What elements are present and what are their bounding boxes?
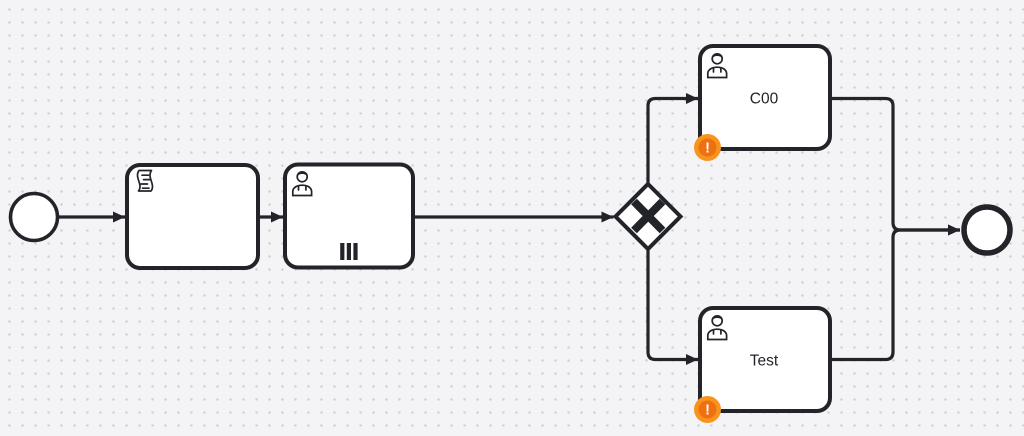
warning-badge[interactable]: ! xyxy=(694,134,721,161)
sequence-flow-gateway-to-test[interactable] xyxy=(646,248,698,365)
warning-badge[interactable]: ! xyxy=(694,396,721,423)
warning-exclamation-icon: ! xyxy=(705,141,710,157)
exclusive-gateway-x-icon xyxy=(631,198,666,234)
user-icon xyxy=(706,314,728,341)
user-task-test[interactable] xyxy=(698,306,832,413)
sequence-flow-test-to-end[interactable] xyxy=(830,224,960,362)
sequence-flow-c00-to-end[interactable] xyxy=(830,96,960,236)
user-icon xyxy=(291,170,313,197)
task-label: C00 xyxy=(750,91,779,108)
warning-badge-disc xyxy=(698,138,717,157)
task-label: Test xyxy=(750,353,779,370)
warning-exclamation-icon: ! xyxy=(705,403,710,419)
script-icon xyxy=(136,169,154,192)
user-icon xyxy=(706,52,728,79)
warning-badge-disc xyxy=(698,400,717,419)
end-event[interactable] xyxy=(961,204,1013,256)
parallel-multi-instance-icon xyxy=(340,243,358,260)
script-task[interactable] xyxy=(125,163,260,270)
sequence-flow-gateway-to-c00[interactable] xyxy=(646,93,698,185)
user-task-c00[interactable] xyxy=(698,44,832,151)
start-event[interactable] xyxy=(8,191,60,243)
user-task-multi-instance[interactable] xyxy=(283,162,415,270)
